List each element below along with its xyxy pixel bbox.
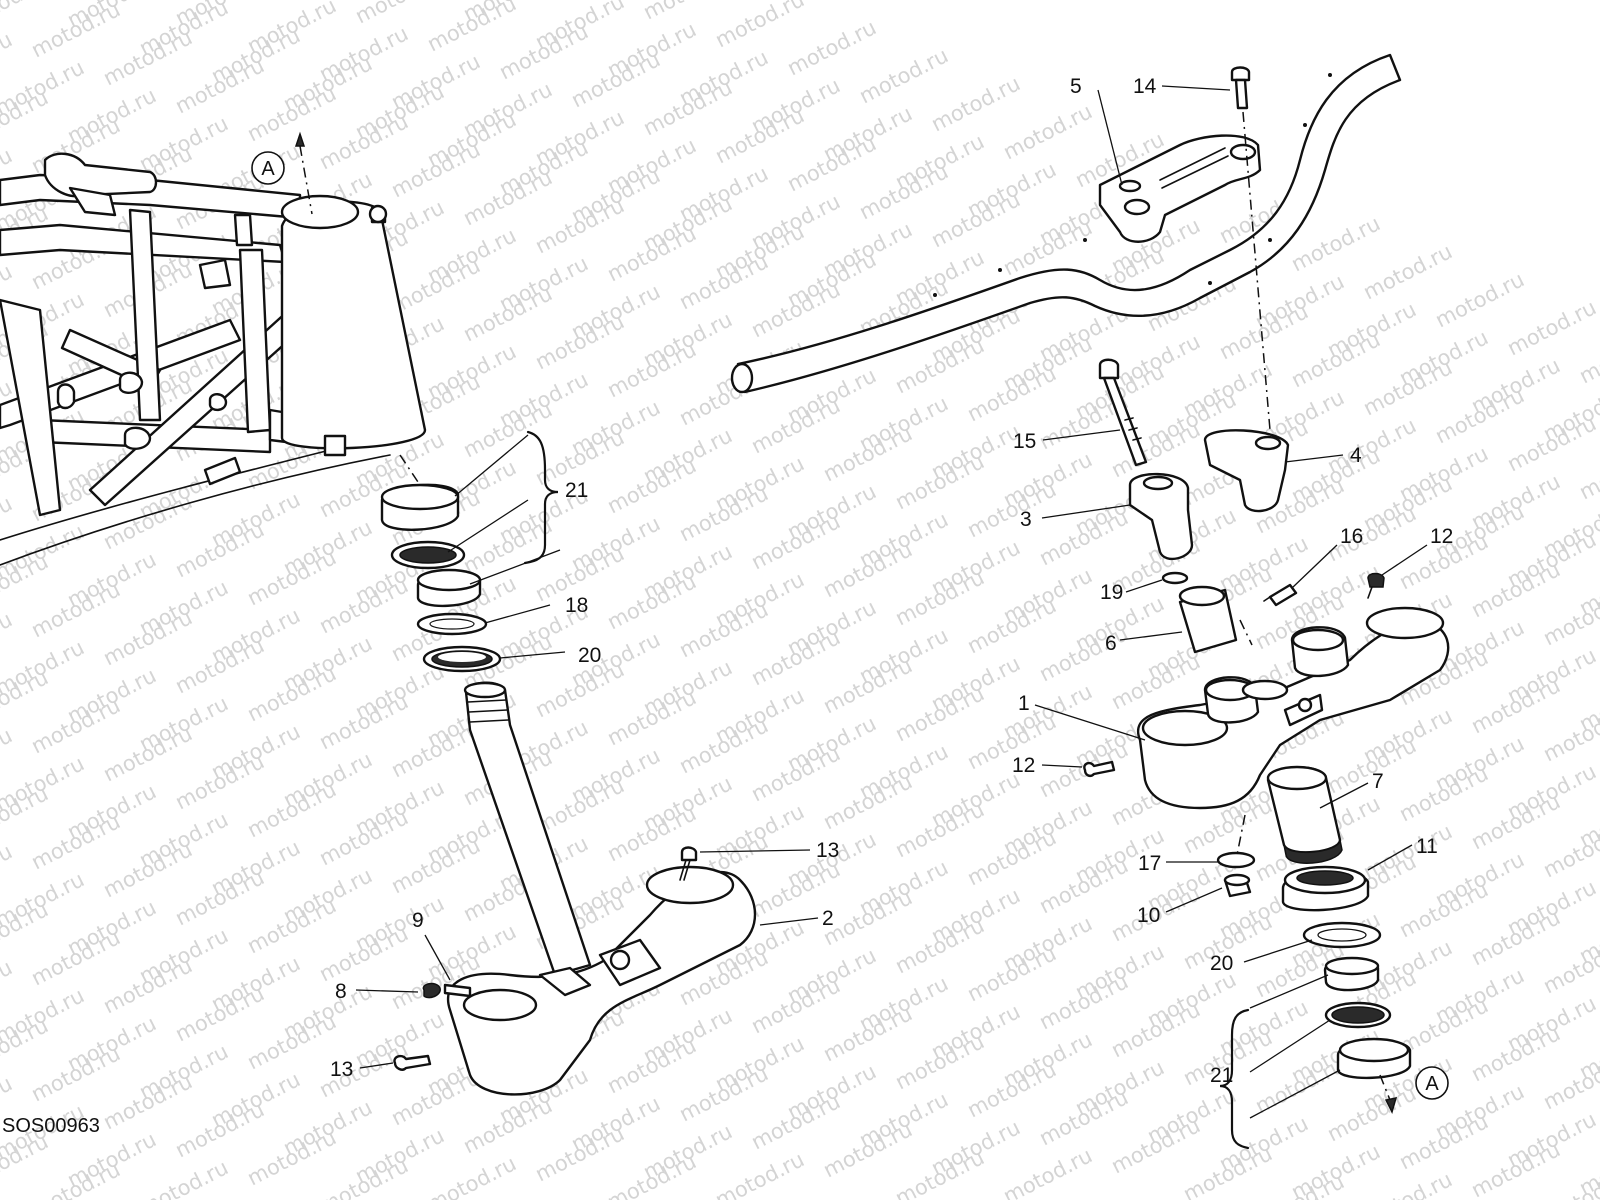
watermark-text: motod.ru	[711, 1147, 808, 1200]
watermark-text: motod.ru	[0, 0, 52, 34]
watermark-text: motod.ru	[1575, 439, 1600, 504]
watermark-text: motod.ru	[0, 955, 16, 1020]
drawing-code: SOS00963	[2, 1115, 100, 1137]
watermark-text: motod.ru	[0, 607, 16, 672]
watermark-text: motod.ru	[783, 15, 880, 80]
callout-10: 10	[1137, 904, 1160, 927]
watermark-text: motod.ru	[999, 1143, 1096, 1200]
callout-20-right: 20	[1210, 952, 1233, 975]
callout-19: 19	[1100, 581, 1123, 604]
watermark-text: motod.ru	[1359, 239, 1456, 304]
left-fasteners	[393, 846, 698, 1071]
callout-12-left: 12	[1012, 754, 1035, 777]
callout-6: 6	[1105, 632, 1117, 655]
callout-21-right: 21	[1210, 1064, 1233, 1087]
callout-13-top: 13	[816, 839, 839, 862]
watermark-text: motod.ru	[0, 491, 16, 556]
callout-7: 7	[1372, 770, 1384, 793]
callout-labels: 21 18 20 13 2 9 8 13 5 14 15 4 3 16 12 1…	[330, 75, 1453, 1087]
reference-marker-a-bottom: A	[1379, 1066, 1449, 1115]
riser-3	[1128, 472, 1194, 561]
watermark-text: motod.ru	[1575, 323, 1600, 388]
left-axis-line	[399, 454, 421, 486]
watermark-text: motod.ru	[927, 71, 1024, 136]
reference-marker-label: A	[261, 158, 275, 180]
callout-2: 2	[822, 907, 834, 930]
callout-14: 14	[1133, 75, 1157, 98]
callout-4: 4	[1350, 444, 1362, 467]
watermark-text: motod.ru	[1503, 295, 1600, 360]
watermark-text: motod.ru	[855, 43, 952, 108]
callout-16: 16	[1340, 525, 1363, 548]
reference-marker-label: A	[1425, 1073, 1439, 1095]
watermark-text: motod.ru	[711, 0, 808, 52]
watermark-text: motod.ru	[423, 1151, 520, 1200]
clamp-axis-line	[1242, 111, 1271, 431]
brace-21-right	[1219, 1008, 1250, 1150]
yoke-axis-line	[1239, 619, 1253, 646]
callout-5: 5	[1070, 75, 1082, 98]
stem-bush-7	[1266, 765, 1343, 864]
watermark-text: motod.ru	[999, 99, 1096, 164]
washer-19-and-bush-6	[1161, 571, 1238, 654]
washer-17-and-nut-10	[1216, 814, 1256, 898]
right-bearing-stack	[1281, 865, 1412, 1080]
watermark-text: motod.ru	[0, 723, 16, 788]
handlebar	[730, 53, 1402, 394]
callout-18: 18	[565, 594, 588, 617]
watermark-text: motod.ru	[1431, 267, 1528, 332]
steering-stem-lower-yoke	[447, 681, 757, 1096]
reference-marker-a-top: A	[251, 131, 313, 215]
watermark-text: motod.ru	[0, 839, 16, 904]
callout-13-bottom: 13	[330, 1058, 353, 1081]
handlebar-clamp-top	[1098, 134, 1262, 243]
bolt-15	[1098, 358, 1148, 467]
callout-17: 17	[1138, 852, 1161, 875]
riser-4	[1203, 429, 1290, 513]
callout-12-right: 12	[1430, 525, 1453, 548]
right-fasteners	[1083, 572, 1385, 778]
watermark-text: motod.ru	[135, 1155, 232, 1200]
leader-lines	[355, 85, 1428, 1119]
brace-21-left	[523, 430, 559, 565]
callout-21-left: 21	[565, 479, 588, 502]
bolt-14	[1230, 66, 1251, 110]
frame	[0, 152, 427, 566]
callout-9: 9	[412, 909, 424, 932]
callout-3: 3	[1020, 508, 1032, 531]
callout-1: 1	[1018, 692, 1030, 715]
left-bearing-stack	[380, 483, 502, 673]
callout-15: 15	[1013, 430, 1036, 453]
callout-11: 11	[1416, 835, 1438, 858]
watermark-text: motod.ru	[0, 27, 16, 92]
upper-triple-clamp	[1136, 606, 1450, 810]
callout-20-left: 20	[578, 644, 601, 667]
callout-8: 8	[335, 980, 347, 1003]
